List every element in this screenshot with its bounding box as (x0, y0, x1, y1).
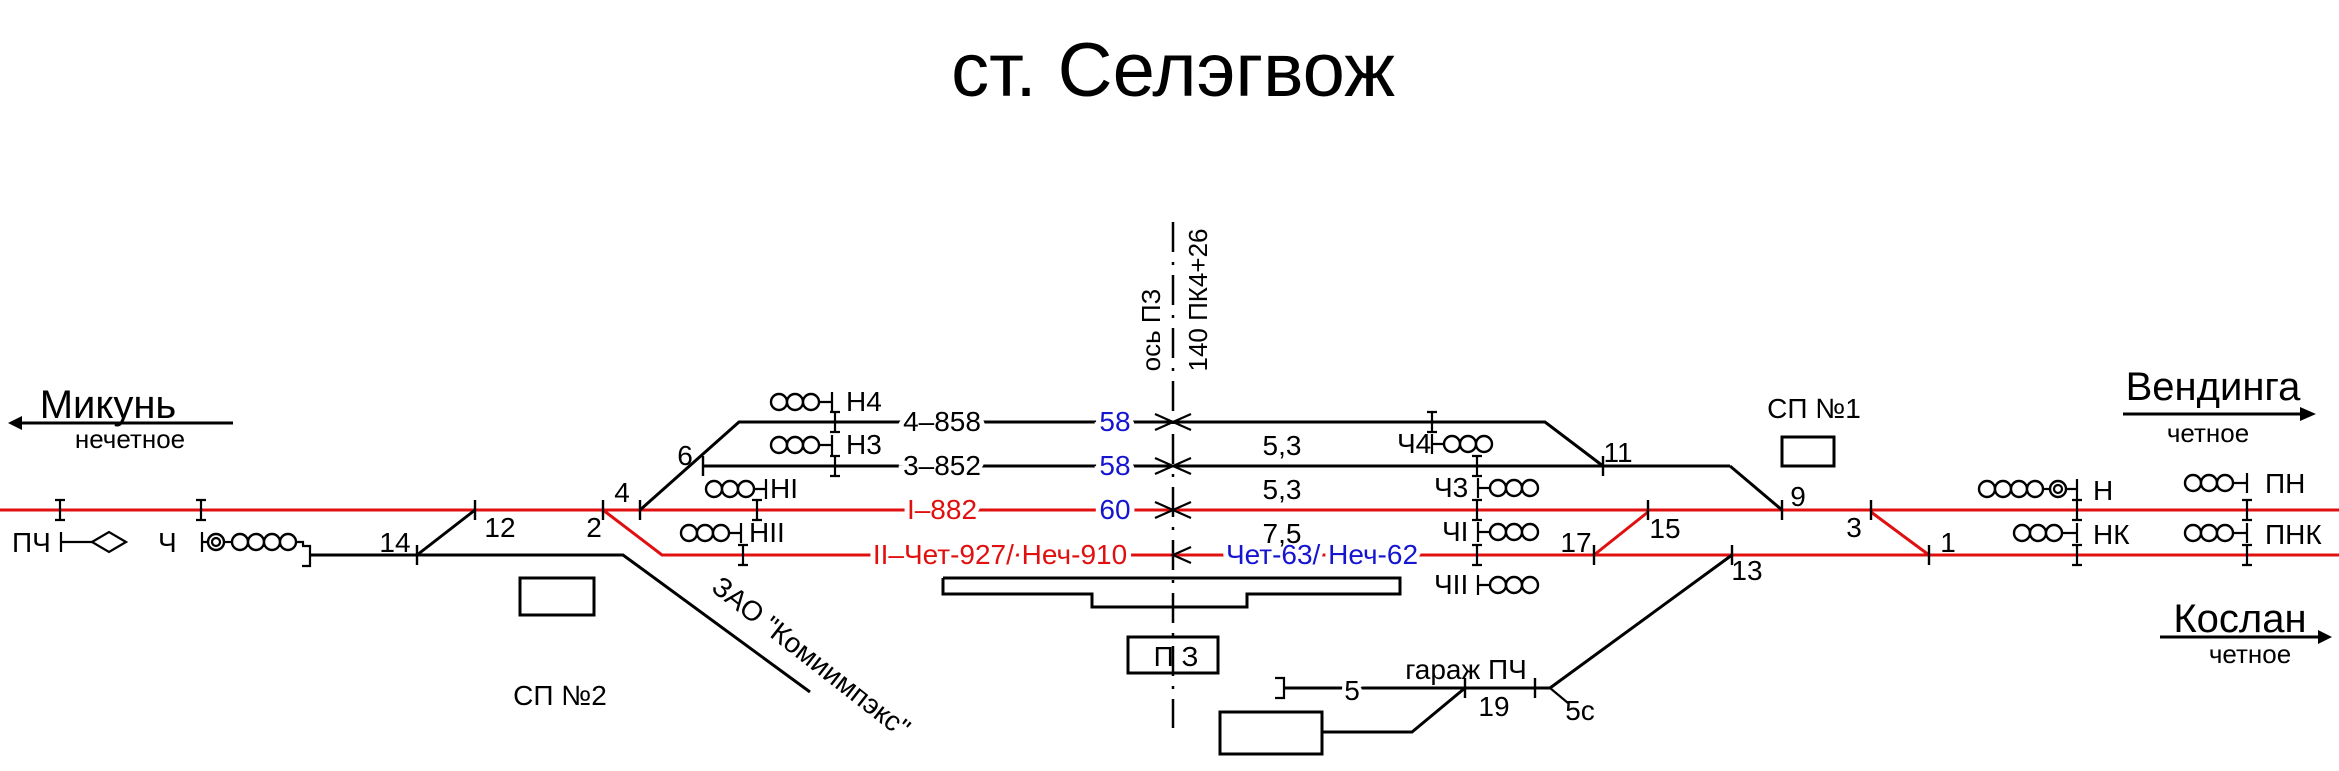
signal-PCh: ПЧ (12, 527, 129, 558)
switch-5c: 5с (1565, 695, 1595, 726)
axis-markers (1154, 412, 1192, 565)
signal-label: Н4 (846, 386, 882, 417)
signal-label: Ч3 (1434, 472, 1468, 503)
signal-label: ПЧ (12, 527, 51, 558)
track-4-left-length: 58 (1099, 406, 1130, 437)
signal-post-1-building (1780, 435, 1836, 468)
garage-building (1218, 710, 1324, 756)
switch-2: 2 (586, 512, 602, 543)
track-3-left-length: 58 (1099, 450, 1130, 481)
track-3-label: 3–852 (903, 450, 981, 481)
signal-Ch3: Ч3 (1434, 472, 1540, 503)
track-4-label: 4–858 (903, 406, 981, 437)
crossover-17-15 (1593, 510, 1649, 557)
signal-label: ПНК (2265, 519, 2322, 550)
arrow-right-icon (2300, 407, 2316, 421)
signal-N3: Н3 (769, 429, 882, 460)
switch-17: 17 (1560, 527, 1591, 558)
axis-label: ось ПЗ (1136, 289, 1166, 372)
track-13-diagonal (1549, 553, 1733, 690)
signal-label: НII (749, 517, 785, 548)
switch-12: 12 (484, 512, 515, 543)
track-I-left-length: 60 (1099, 494, 1130, 525)
direction-parity: четное (2167, 418, 2249, 448)
signal-label: Ч (158, 527, 177, 558)
building-label: П З (1154, 641, 1199, 672)
garage-track-19 (1322, 686, 1466, 734)
diamond-signal-icon (89, 530, 129, 554)
switch-19: 19 (1478, 691, 1509, 722)
signal-label: ПН (2265, 468, 2305, 499)
signal-label: Н (2093, 475, 2113, 506)
switch-15: 15 (1649, 513, 1680, 544)
signal-post-2-building (518, 576, 596, 617)
signal-post-2-label: СП №2 (513, 680, 607, 711)
station-title: ст. Селэгвож (951, 28, 1395, 113)
buffer-stop-icon (302, 544, 312, 568)
direction-parity: четное (2209, 639, 2291, 669)
switch-4: 4 (614, 477, 630, 508)
industrial-siding-track (310, 553, 811, 694)
signal-PN: ПН (2183, 468, 2305, 499)
direction-koslan: Кослан четное (2160, 597, 2332, 669)
track-4-right-length: 5,3 (1263, 430, 1302, 461)
signal-NK: НК (2012, 519, 2130, 550)
crossover-3-1 (1870, 510, 1930, 557)
arrow-right-icon (2318, 630, 2332, 644)
signal-label: НI (770, 473, 798, 504)
axis-chainage: 140 ПК4+26 (1183, 229, 1213, 372)
passenger-platform (941, 576, 1402, 609)
switch-14: 14 (379, 527, 410, 558)
signal-Ch: Ч (158, 527, 305, 558)
signal-NI: НI (704, 473, 798, 504)
switch-1: 1 (1940, 527, 1956, 558)
signal-Ch4: Ч4 (1397, 428, 1494, 459)
signal-post-1-label: СП №1 (1767, 393, 1861, 424)
track-3-connection-9 (1729, 464, 1783, 512)
switch-11: 11 (1603, 437, 1632, 468)
signal-ChII: ЧII (1434, 569, 1540, 600)
switch-3: 3 (1846, 512, 1862, 543)
switch-5c-branch (1549, 687, 1569, 704)
direction-parity: нечетное (75, 424, 185, 454)
industrial-siding-label: ЗАО "Комиимпэкс" (706, 570, 916, 743)
signal-label: НК (2093, 519, 2130, 550)
dead-end-track-5-label: 5 (1344, 675, 1360, 706)
direction-mikun: Микунь нечетное (8, 383, 233, 454)
direction-name: Микунь (40, 383, 177, 427)
signal-label: ЧII (1434, 569, 1468, 600)
switch-13: 13 (1731, 555, 1762, 586)
signal-NII: НII (679, 517, 785, 548)
track-4 (639, 420, 1604, 512)
connector-14-12 (416, 508, 476, 557)
direction-vendinga: Вендинга четное (2123, 365, 2316, 448)
insulated-joints (55, 410, 2252, 567)
switch-ticks (415, 456, 1931, 698)
signal-N4: Н4 (769, 386, 882, 417)
signal-label: ЧI (1442, 516, 1468, 547)
buffer-stop-icon (1275, 676, 1286, 700)
signal-N: Н (1977, 475, 2113, 506)
signal-ChI: ЧI (1442, 516, 1540, 547)
signal-label: Ч4 (1397, 428, 1431, 459)
track-3-right-length: 5,3 (1263, 474, 1302, 505)
direction-name: Кослан (2173, 597, 2306, 641)
passenger-building (1126, 635, 1220, 675)
track-I-label: I–882 (907, 494, 977, 525)
switch-labels: 14 12 2 4 6 11 17 15 9 13 3 1 19 5с 5 (379, 437, 1955, 726)
signal-label: Н3 (846, 429, 882, 460)
main-track-II (602, 508, 2339, 557)
direction-name: Вендинга (2126, 365, 2302, 409)
track-I-right-length: 7,5 (1263, 518, 1302, 549)
switch-9: 9 (1790, 481, 1806, 512)
track-II-label: II–Чет-927/ Неч-910 (873, 539, 1127, 570)
signal-PNK: ПНК (2183, 519, 2322, 550)
switch-6: 6 (677, 440, 693, 471)
arrow-left-icon (8, 416, 22, 430)
track-II-right-label: Чет-63/ Неч-62 (1226, 539, 1418, 570)
